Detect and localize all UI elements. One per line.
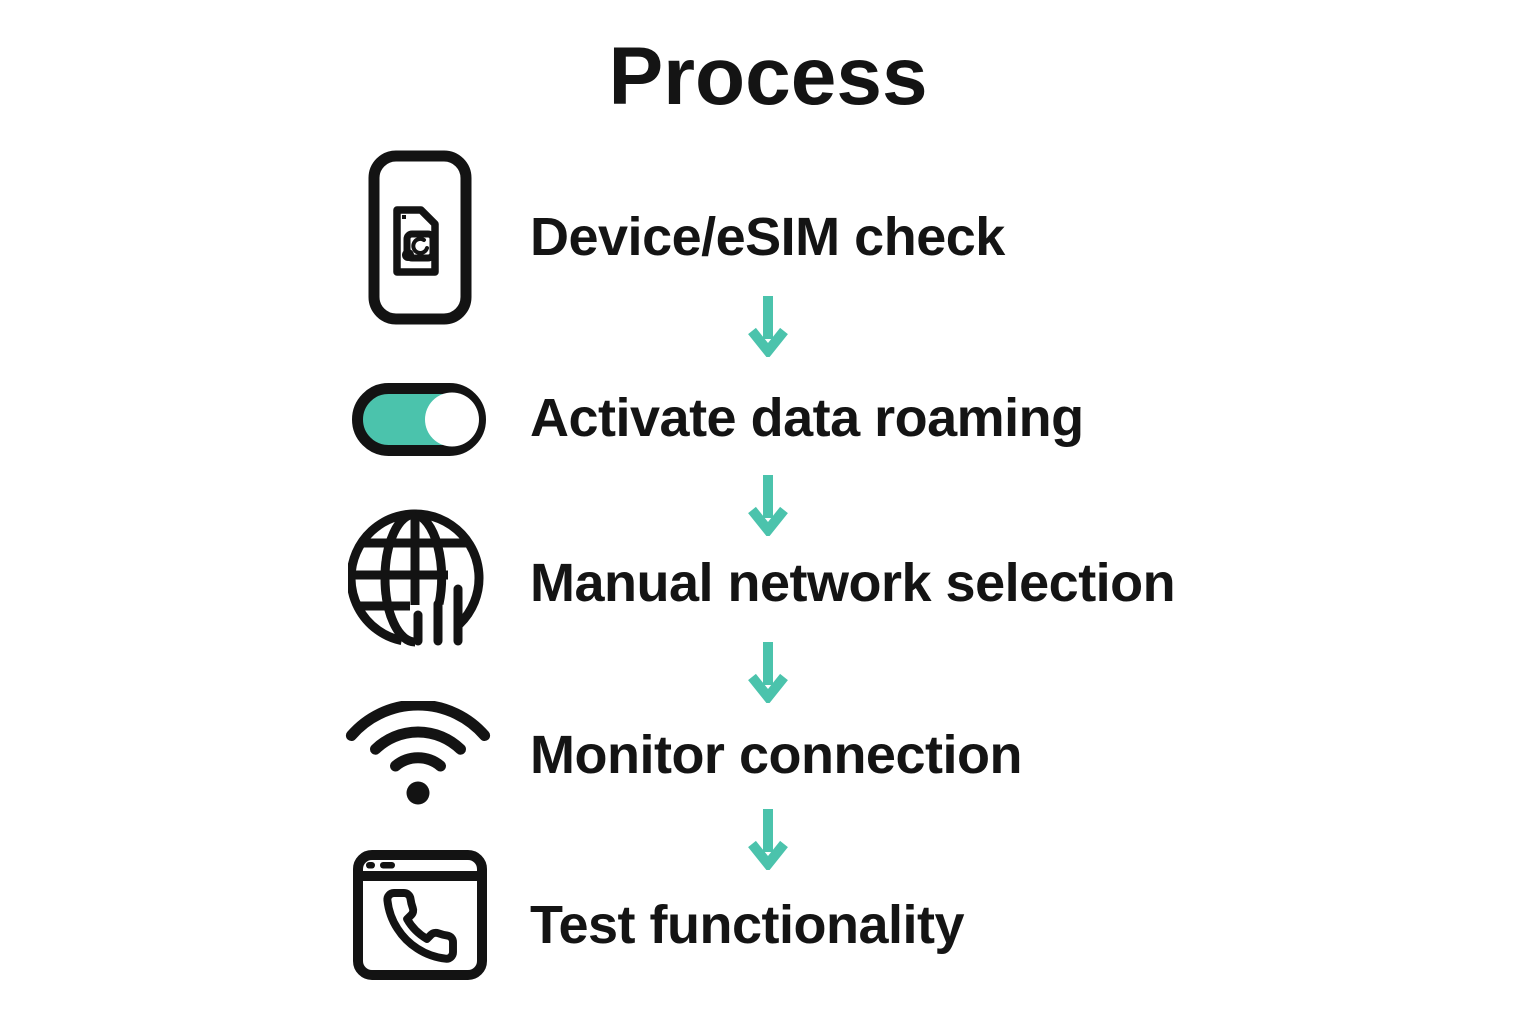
page-title: Process: [608, 31, 928, 122]
step-label: Monitor connection: [530, 725, 1022, 785]
step-label: Device/eSIM check: [530, 207, 1005, 267]
down-arrow-icon: [748, 295, 788, 357]
browser-call-icon: [353, 850, 487, 980]
step-label: Test functionality: [530, 895, 965, 955]
step-label: Activate data roaming: [530, 388, 1084, 448]
toggle-on-icon: [352, 383, 486, 456]
step-label: Manual network selection: [530, 553, 1176, 613]
down-arrow-icon: [748, 474, 788, 536]
globe-signal-icon: [348, 506, 490, 648]
wifi-icon: [343, 701, 493, 807]
down-arrow-icon: [748, 808, 788, 870]
down-arrow-icon: [748, 641, 788, 703]
phone-esim-icon: [368, 150, 472, 325]
